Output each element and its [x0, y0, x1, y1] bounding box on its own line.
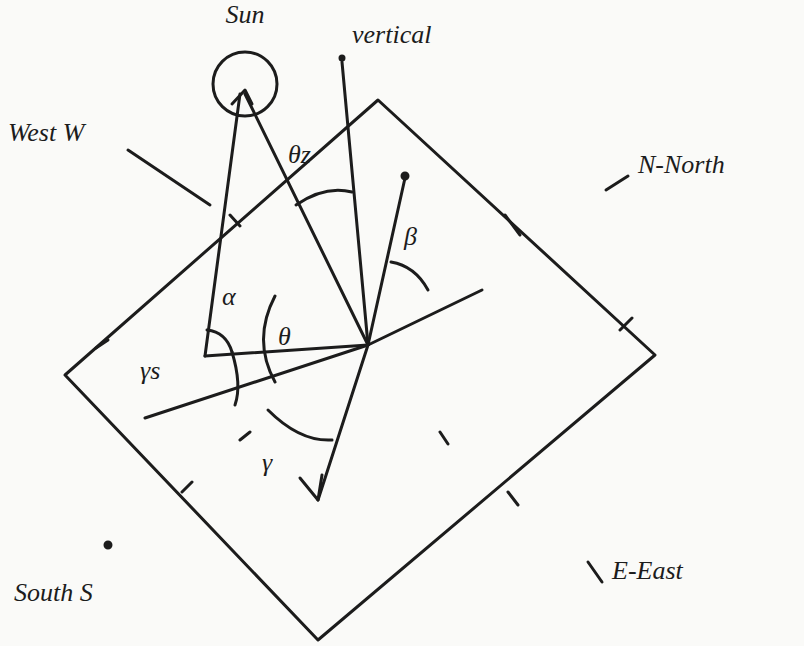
angle-label: E-East — [612, 556, 683, 586]
angle-label: θz — [288, 140, 311, 170]
angle-label: β — [404, 222, 417, 252]
normal-line — [368, 178, 405, 345]
angle-label: vertical — [352, 20, 431, 50]
angle-label: α — [222, 282, 236, 312]
sun-label: Sun — [200, 0, 290, 30]
dot — [105, 542, 111, 548]
angle-label: γ — [262, 448, 272, 478]
angle-arc — [264, 296, 276, 382]
angle-label: West W — [8, 118, 84, 148]
sun-circle-outline — [213, 52, 277, 116]
angle-arc — [268, 410, 332, 440]
leader-line — [588, 562, 602, 582]
arrow-tip — [300, 475, 322, 500]
sun-drop-line — [205, 94, 240, 356]
dot — [340, 56, 344, 60]
dot — [402, 173, 408, 179]
azimuth-line — [145, 345, 368, 418]
leader-line — [128, 150, 210, 205]
tilt-line — [368, 290, 482, 345]
surface-azimuth-line — [318, 345, 368, 500]
angle-arc — [232, 352, 238, 405]
angle-label: N-North — [638, 150, 725, 180]
angle-label: γs — [140, 356, 160, 386]
angle-arc — [296, 190, 352, 205]
arrow-tip — [232, 90, 252, 104]
angle-arc — [207, 330, 232, 352]
angle-arc — [391, 262, 428, 290]
sun-ray — [245, 94, 368, 345]
horizontal-plane — [65, 100, 655, 640]
angle-label: South S — [14, 578, 93, 608]
tick-marks — [96, 215, 632, 505]
sun-circle: Sun — [200, 0, 290, 120]
angle-label: θ — [278, 322, 291, 352]
leader-line — [606, 176, 628, 190]
